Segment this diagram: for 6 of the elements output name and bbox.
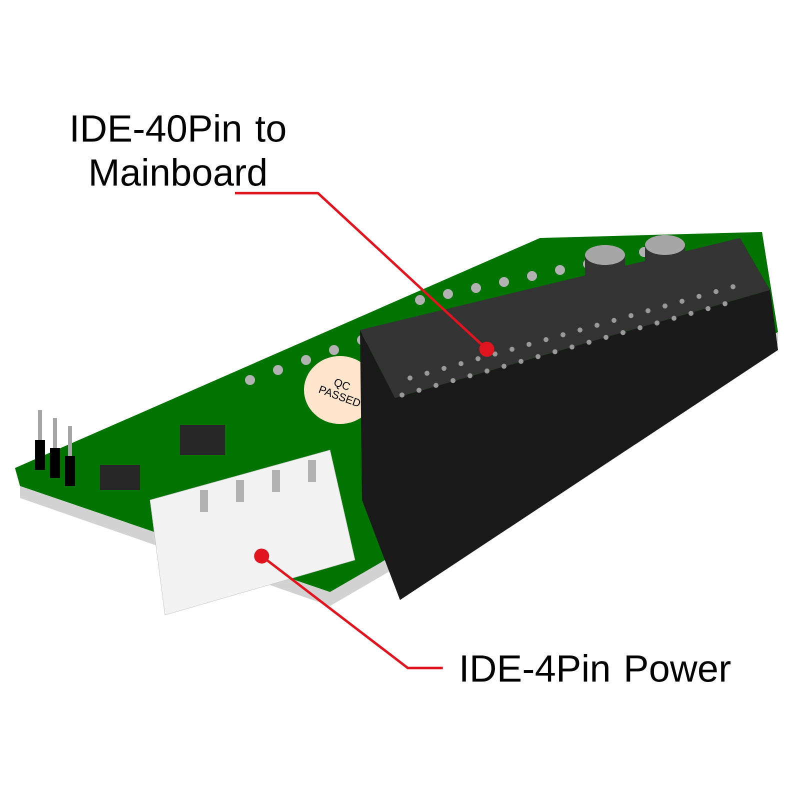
callout-text: IDE-4Pin Power xyxy=(462,654,731,682)
ide-connector-drawing xyxy=(360,238,778,600)
leader-line xyxy=(254,548,443,670)
power-connector-drawing xyxy=(150,450,356,616)
callout-text: IDE-40Pin to Mainboard xyxy=(72,114,286,186)
leader-line xyxy=(235,192,494,357)
